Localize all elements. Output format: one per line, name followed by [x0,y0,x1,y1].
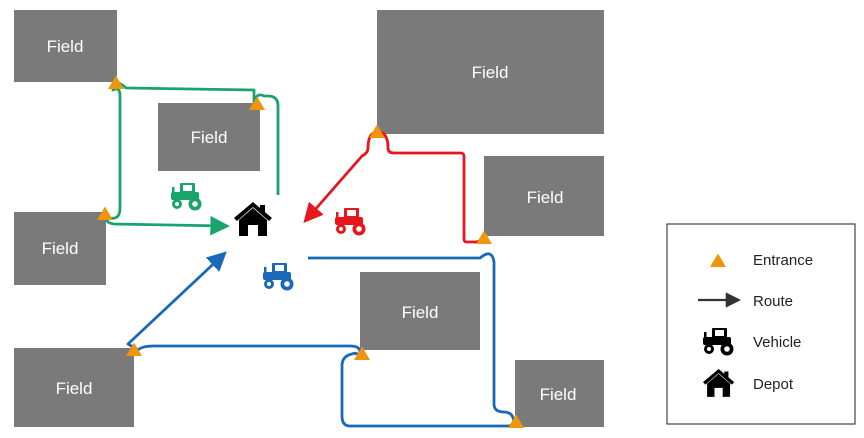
field-label: Field [42,239,79,258]
legend-label-vehicle: Vehicle [753,334,801,351]
field-label: Field [402,303,439,322]
legend-label-depot: Depot [753,376,794,393]
tractor-icon-green [171,183,202,211]
legend-item-entrance: Entrance [710,252,813,269]
field-rect [360,272,480,350]
tractor-icon-red [335,208,366,236]
route-red [303,130,485,244]
field-bottom-left: Field [14,348,134,427]
field-rect [377,10,604,134]
field-rect [14,348,134,427]
field-rect [515,360,604,427]
field-top-right-large: Field [377,10,604,134]
field-rect [14,212,106,285]
legend-box [666,223,856,425]
field-left: Field [14,212,106,285]
legend-item-route: Route [698,292,793,310]
field-rect [158,103,260,171]
field-center: Field [158,103,260,171]
field-label: Field [56,379,93,398]
field-rect [484,156,604,236]
field-label: Field [191,128,228,147]
legend-label-route: Route [753,293,793,310]
field-label: Field [472,63,509,82]
field-label: Field [540,385,577,404]
legend-item-vehicle: Vehicle [703,328,801,356]
field-top-left: Field [14,10,117,82]
field-label: Field [527,188,564,207]
depot-house-icon [234,202,272,236]
field-right: Field [484,156,604,236]
tractor-icon-blue [263,263,294,291]
field-rect [14,10,117,82]
route-blue [126,251,516,428]
field-bottom-center: Field [360,272,480,350]
field-bottom-right: Field [515,360,604,427]
legend-label-entrance: Entrance [753,252,813,269]
field-label: Field [47,37,84,56]
legend: Entrance Route Vehicle Depot [666,223,856,425]
legend-item-depot: Depot [703,369,794,397]
